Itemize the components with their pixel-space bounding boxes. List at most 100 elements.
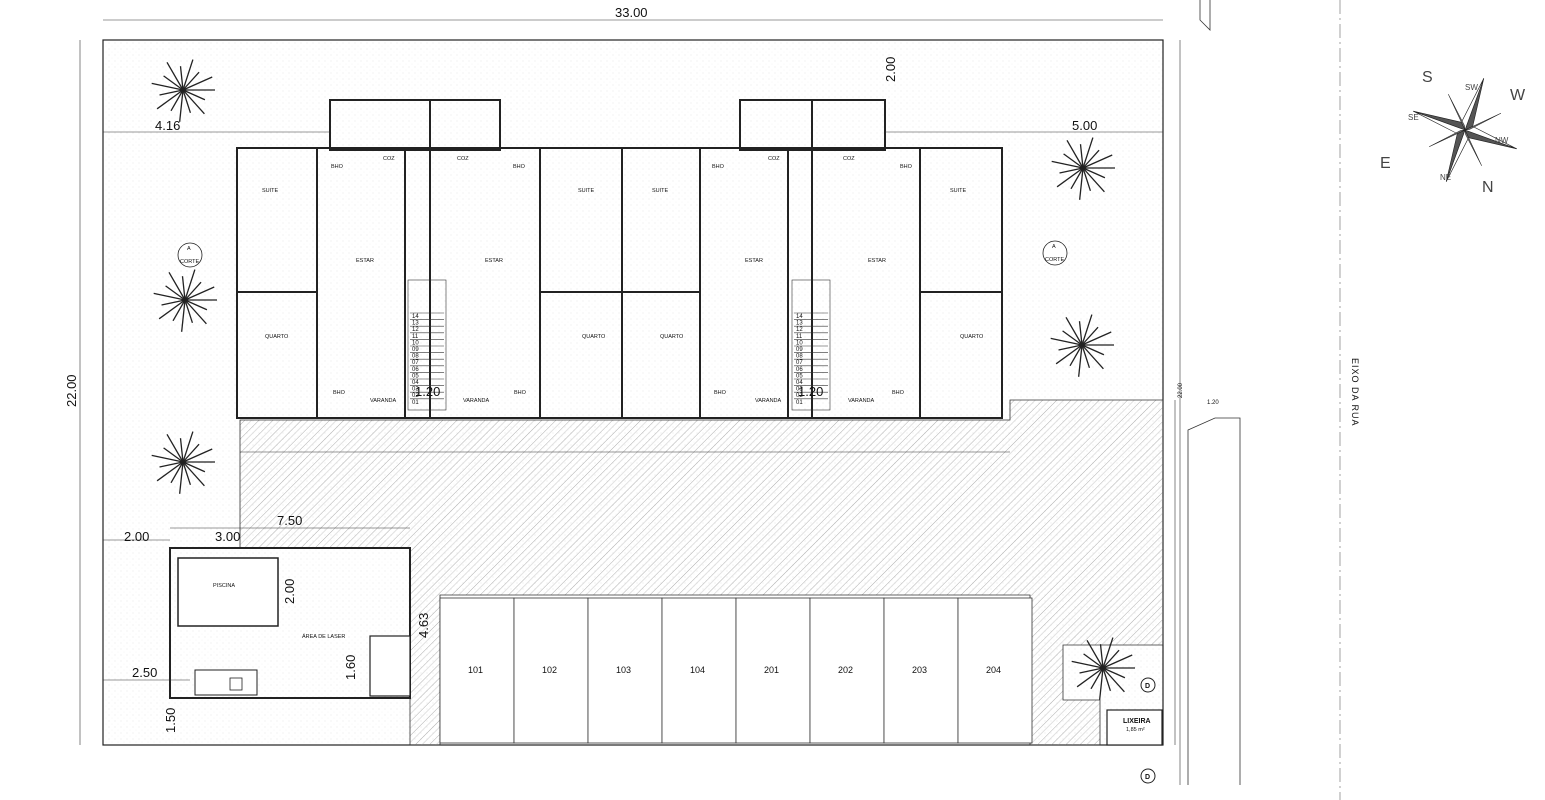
- court-depth-dim: 4.63: [416, 613, 431, 638]
- stair-step-number: 02: [412, 393, 419, 399]
- stair-step-number: 14: [796, 314, 803, 320]
- compass-letter: SW: [1465, 83, 1478, 92]
- stair-step-number: 12: [412, 327, 419, 333]
- room-label: SUITE: [950, 188, 967, 194]
- room-label: QUARTO: [660, 334, 684, 340]
- room-label: BHO: [714, 390, 727, 396]
- bottom-left-dim: 2.50: [132, 665, 157, 680]
- stair-step-number: 04: [412, 380, 419, 386]
- section-label-right: CORTE: [1045, 257, 1064, 263]
- right-setback-dim: 5.00: [1072, 118, 1097, 133]
- trees: [151, 59, 1135, 700]
- stair-step-number: 11: [412, 334, 419, 340]
- room-label: ESTAR: [356, 258, 374, 264]
- room-label: QUARTO: [582, 334, 606, 340]
- stair-step-number: 03: [796, 387, 803, 393]
- garbage-area-value: 1,85 m²: [1126, 727, 1145, 733]
- tree-icon: [1050, 314, 1114, 377]
- door-tags: [1140, 677, 1156, 784]
- parking-space-number: 101: [468, 665, 483, 675]
- parking-space: [883, 597, 959, 744]
- room-label: COZ: [457, 156, 469, 162]
- door-tag-1: D: [1145, 683, 1150, 690]
- parking-space-number: 203: [912, 665, 927, 675]
- parking-space-number: 201: [764, 665, 779, 675]
- stair-step-number: 05: [412, 373, 419, 379]
- stair-step-number: 13: [796, 321, 803, 327]
- street-axis-label: EIXO DA RUA: [1350, 358, 1360, 427]
- parking-space-number: 202: [838, 665, 853, 675]
- room-label: VARANDA: [848, 398, 875, 404]
- parking-space-number: 204: [986, 665, 1001, 675]
- room-label: QUARTO: [960, 334, 984, 340]
- bottom-side-dim: 1.50: [163, 708, 178, 733]
- pool-label: PISCINA: [213, 583, 235, 589]
- stair-step-number: 07: [412, 360, 419, 366]
- door-tag-2: D: [1145, 774, 1150, 781]
- stair-width-right: 1.20: [798, 384, 823, 399]
- total-depth-dim: 22.00: [64, 374, 79, 407]
- stair-step-number: 14: [412, 314, 419, 320]
- left-top-dim: 2.00: [124, 529, 149, 544]
- room-label: VARANDA: [463, 398, 490, 404]
- stair-step-number: 01: [796, 400, 803, 406]
- stair-step-number: 05: [796, 373, 803, 379]
- room-label: BHO: [513, 164, 526, 170]
- room-label: COZ: [383, 156, 395, 162]
- room-label: ESTAR: [868, 258, 886, 264]
- section-letter-right: A: [1052, 244, 1056, 250]
- parking-space: [957, 597, 1033, 744]
- leisure-width-dim: 7.50: [277, 513, 302, 528]
- stair-step-number: 06: [412, 367, 419, 373]
- stair-step-number: 01: [412, 400, 419, 406]
- section-letter-left: A: [187, 246, 191, 252]
- tree-icon: [1071, 637, 1135, 700]
- parking-space: [661, 597, 737, 744]
- parking-space-number: 102: [542, 665, 557, 675]
- stair-step-number: 09: [796, 347, 803, 353]
- tree-icon: [151, 59, 215, 122]
- room-label: BHO: [712, 164, 725, 170]
- tree-icon: [1051, 137, 1115, 200]
- room-label: BHO: [514, 390, 527, 396]
- total-width-dim: 33.00: [615, 5, 648, 20]
- compass-letter: N: [1482, 179, 1494, 196]
- room-label: VARANDA: [370, 398, 397, 404]
- compass-letter: S: [1422, 69, 1433, 86]
- tree-icon: [151, 431, 215, 494]
- street-depth-dim: 22.00: [1178, 382, 1184, 398]
- room-label: ESTAR: [485, 258, 503, 264]
- stair-step-number: 07: [796, 360, 803, 366]
- room-label: COZ: [843, 156, 855, 162]
- compass-rose: [1413, 78, 1517, 182]
- stair-step-number: 06: [796, 367, 803, 373]
- room-label: SUITE: [578, 188, 595, 194]
- room-label: BHO: [333, 390, 346, 396]
- section-label-left: CORTE: [180, 259, 199, 265]
- left-setback-dim: 4.16: [155, 118, 180, 133]
- parking-space-number: 103: [616, 665, 631, 675]
- building-block-left: [236, 99, 623, 419]
- parking-space: [809, 597, 885, 744]
- stair-step-number: 04: [796, 380, 803, 386]
- compass-letter: W: [1510, 87, 1526, 104]
- section-marker-left: [177, 242, 203, 268]
- room-label: SUITE: [262, 188, 279, 194]
- room-label: SUITE: [652, 188, 669, 194]
- room-label: BHO: [900, 164, 913, 170]
- parking-space: [513, 597, 589, 744]
- leisure-label: ÁREA DE LASER: [302, 633, 345, 640]
- stair-step-number: 12: [796, 327, 803, 333]
- street-edge: [1179, 0, 1341, 800]
- parking-space: [587, 597, 663, 744]
- compass-letter: NE: [1440, 173, 1451, 182]
- room-label: QUARTO: [265, 334, 289, 340]
- room-label: BHO: [331, 164, 344, 170]
- stair-step-number: 10: [796, 340, 803, 346]
- stair-step-number: 13: [412, 321, 419, 327]
- stair-step-number: 11: [796, 334, 803, 340]
- stair-step-number: 09: [412, 347, 419, 353]
